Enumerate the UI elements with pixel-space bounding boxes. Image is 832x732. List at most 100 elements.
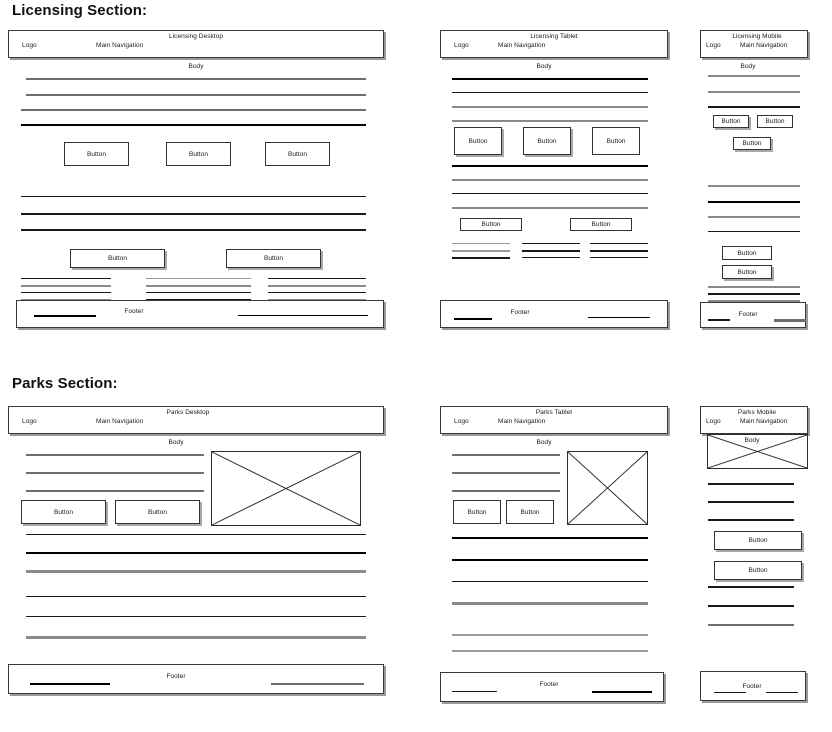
logo-label: Logo <box>706 418 721 425</box>
content-rule <box>708 91 800 93</box>
button-4[interactable]: Button <box>460 218 522 231</box>
content-rule <box>452 92 648 94</box>
text-block-1-line-2 <box>452 250 510 252</box>
footer-label: Footer <box>166 673 186 680</box>
text-block-3-line-1 <box>590 243 648 245</box>
frame-title-parks-desktop: Parks Desktop <box>166 409 210 416</box>
content-rule <box>452 537 648 539</box>
header-bar-licensing-desktop <box>8 30 384 58</box>
content-rule <box>26 534 366 536</box>
button-1[interactable]: Button <box>453 500 501 524</box>
body-label: Body <box>740 63 756 70</box>
text-block-2-line-1 <box>146 278 251 280</box>
content-rule <box>708 519 794 521</box>
button-2[interactable]: Button <box>523 127 571 155</box>
content-rule <box>26 552 366 554</box>
content-rule <box>708 75 800 77</box>
main-navigation-label: Main Navigation <box>498 42 546 49</box>
frame-title-licensing-mobile: Licensing Mobile <box>732 33 782 40</box>
footer-rule <box>714 692 746 694</box>
button-3[interactable]: Button <box>733 137 771 150</box>
text-block-1-line-3 <box>21 292 111 294</box>
content-rule <box>26 472 204 474</box>
footer-rule <box>238 315 368 317</box>
button-2[interactable]: Button <box>506 500 554 524</box>
footer-bar-licensing-desktop <box>16 300 384 328</box>
footer-rule <box>588 317 650 319</box>
content-rule <box>452 490 560 492</box>
content-rule <box>21 196 366 197</box>
main-navigation-label: Main Navigation <box>96 418 144 425</box>
button-3[interactable]: Button <box>592 127 640 155</box>
content-rule <box>452 602 648 605</box>
text-block-3-line-2 <box>590 250 648 252</box>
content-rule <box>708 106 800 108</box>
text-block-2-line-3 <box>522 257 580 259</box>
content-rule <box>452 634 648 636</box>
header-bar-licensing-mobile <box>700 30 808 58</box>
text-block-3-line-1 <box>268 278 366 280</box>
main-navigation-label: Main Navigation <box>498 418 546 425</box>
text-block-1-line-1 <box>21 278 111 280</box>
button-1[interactable]: Button <box>714 531 802 550</box>
footer-rule <box>708 319 730 321</box>
frame-title-parks-mobile: Parks Mobile <box>737 409 777 416</box>
content-rule <box>708 605 794 607</box>
text-block-2-line-2 <box>146 285 251 287</box>
text-block-2-line-1 <box>522 243 580 245</box>
image-placeholder-x <box>567 451 648 525</box>
section-title-parks: Parks Section: <box>12 375 118 392</box>
button-5[interactable]: Button <box>722 265 772 279</box>
button-4[interactable]: Button <box>70 249 165 268</box>
content-rule <box>708 501 794 503</box>
text-block-2-line-4 <box>146 299 251 301</box>
button-3[interactable]: Button <box>265 142 330 166</box>
content-rule <box>452 78 648 80</box>
button-2[interactable]: Button <box>115 500 200 524</box>
body-label: Body <box>536 439 552 446</box>
button-1[interactable]: Button <box>454 127 502 155</box>
footer-bar-parks-desktop <box>8 664 384 694</box>
text-block-1-line-2 <box>708 293 800 295</box>
footer-rule <box>34 315 96 317</box>
content-rule <box>452 559 648 561</box>
button-1[interactable]: Button <box>64 142 129 166</box>
section-title-licensing: Licensing Section: <box>12 2 148 19</box>
image-placeholder-x <box>707 434 808 469</box>
footer-rule <box>30 683 110 685</box>
logo-label: Logo <box>22 418 37 425</box>
text-block-2-line-2 <box>522 250 580 252</box>
content-rule <box>26 490 204 492</box>
text-block-1-line-3 <box>452 257 510 259</box>
footer-rule <box>452 691 497 693</box>
footer-bar-parks-tablet <box>440 672 664 702</box>
footer-bar-licensing-tablet <box>440 300 668 328</box>
content-rule <box>708 201 800 203</box>
main-navigation-label: Main Navigation <box>740 418 788 425</box>
footer-rule <box>774 319 806 322</box>
content-rule <box>708 185 800 187</box>
button-2[interactable]: Button <box>166 142 231 166</box>
button-4[interactable]: Button <box>722 246 772 260</box>
button-1[interactable]: Button <box>713 115 749 128</box>
button-5[interactable]: Button <box>226 249 321 268</box>
main-navigation-label: Main Navigation <box>96 42 144 49</box>
footer-label: Footer <box>124 308 144 315</box>
text-block-1-line-1 <box>452 243 510 245</box>
text-block-2-line-3 <box>146 292 251 294</box>
body-label: Body <box>744 437 760 444</box>
main-navigation-label: Main Navigation <box>740 42 788 49</box>
content-rule <box>452 179 648 181</box>
header-bar-parks-mobile <box>700 406 808 434</box>
button-1[interactable]: Button <box>21 500 106 524</box>
content-rule <box>21 124 366 126</box>
footer-rule <box>766 692 798 694</box>
content-rule <box>708 483 794 485</box>
button-2[interactable]: Button <box>757 115 793 128</box>
button-5[interactable]: Button <box>570 218 632 231</box>
button-2[interactable]: Button <box>714 561 802 580</box>
